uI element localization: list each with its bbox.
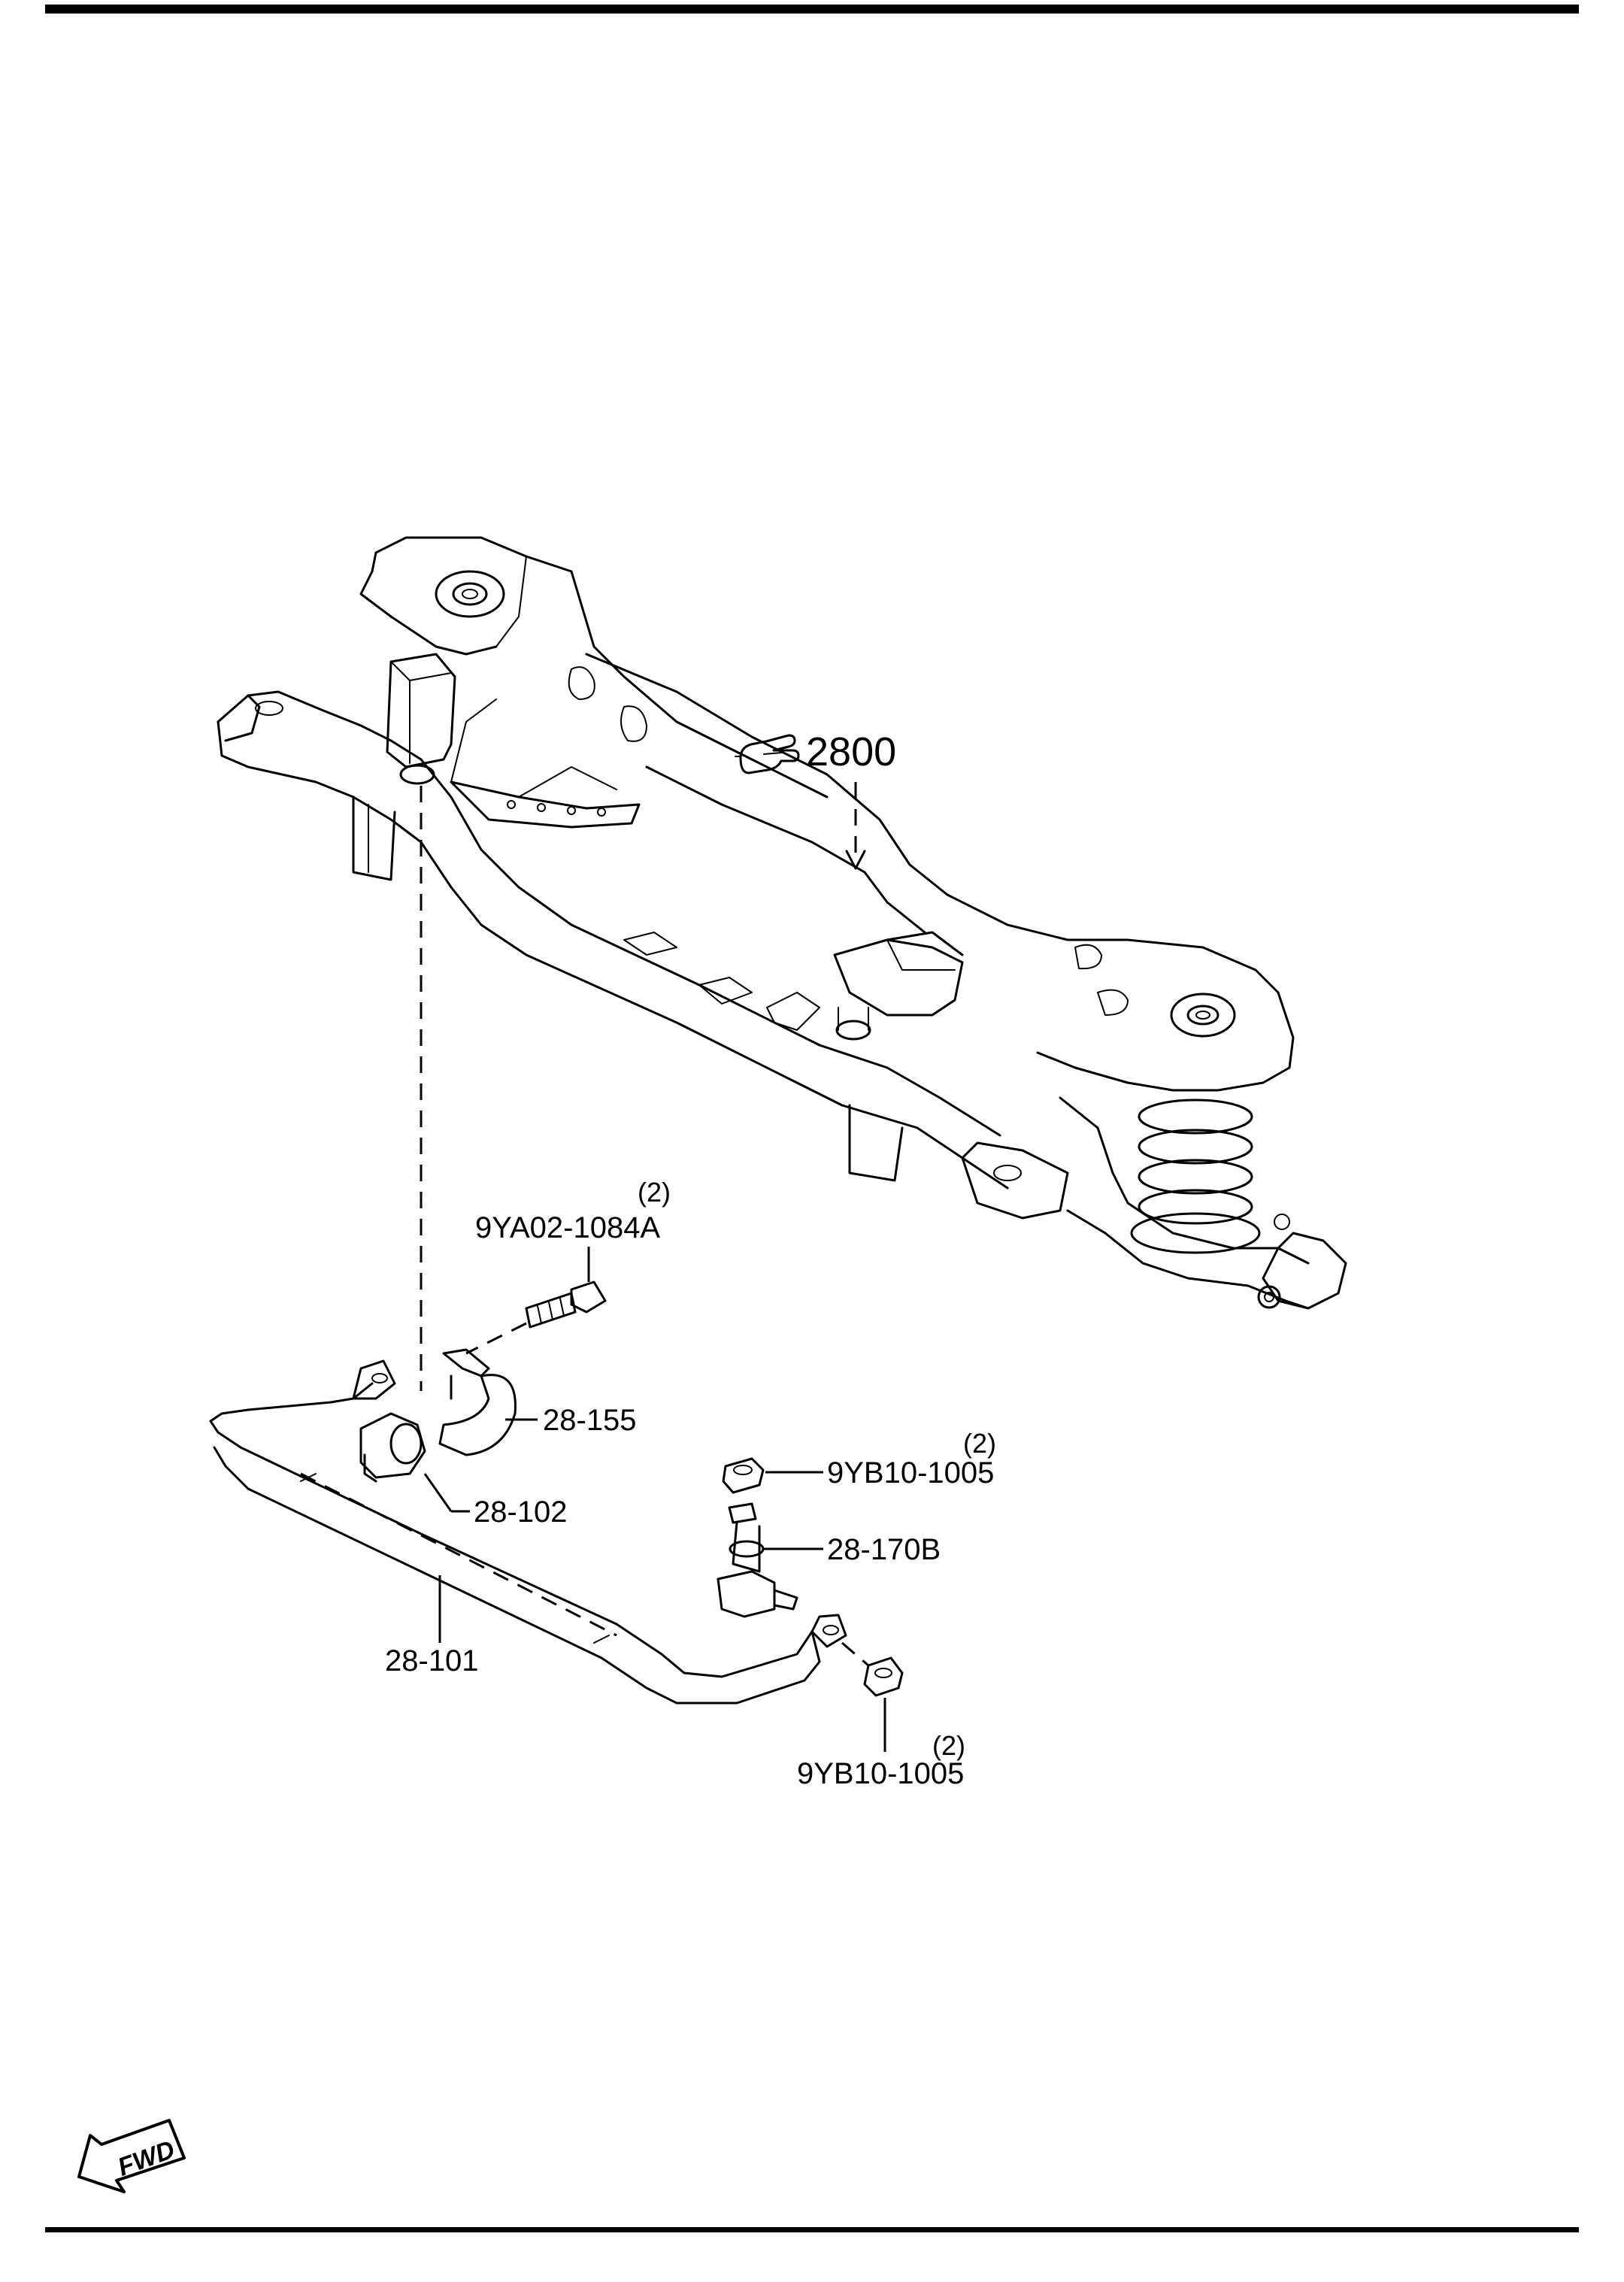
top-border-rule bbox=[45, 5, 1579, 14]
callout-bolt-part-no: 9YA02-1084A bbox=[475, 1211, 660, 1244]
forward-arrow-icon bbox=[77, 2119, 186, 2193]
callout-upper-nut-qty: (2) bbox=[963, 1428, 996, 1459]
rear-subframe-drawing bbox=[217, 536, 1347, 1391]
callout-upper-nut-part-no: 9YB10-1005 bbox=[827, 1456, 994, 1490]
bracket-drawing bbox=[438, 1348, 517, 1456]
upper-nut-drawing bbox=[722, 1457, 765, 1494]
main-callout-label: 2800 bbox=[806, 729, 896, 774]
bushing-drawing bbox=[359, 1412, 426, 1483]
lower-nut-drawing bbox=[841, 1641, 904, 1697]
coil-spring bbox=[1130, 1099, 1261, 1254]
callout-stabilizer-bar-part-no: 28-101 bbox=[385, 1644, 479, 1677]
callout-bushing-part-no: 28-102 bbox=[474, 1496, 568, 1529]
callout-bolt-qty: (2) bbox=[638, 1177, 671, 1208]
callout-lower-nut-part-no: 9YB10-1005 bbox=[797, 1757, 964, 1790]
bolt-drawing bbox=[465, 1280, 607, 1355]
callout-lower-nut-qty: (2) bbox=[932, 1730, 965, 1761]
stabilizer-bar-drawing bbox=[209, 1359, 847, 1705]
main-callout-2800: 2800 bbox=[735, 729, 896, 774]
callout-bracket-part-no: 28-155 bbox=[543, 1404, 637, 1437]
stabilizer-link-drawing bbox=[717, 1502, 798, 1618]
bottom-border-rule bbox=[45, 2227, 1579, 2232]
callout-link-part-no: 28-170B bbox=[827, 1533, 941, 1566]
forward-indicator: FWD bbox=[77, 2119, 186, 2193]
pointing-hand-icon bbox=[735, 734, 800, 774]
leader-bushing bbox=[423, 1473, 453, 1512]
